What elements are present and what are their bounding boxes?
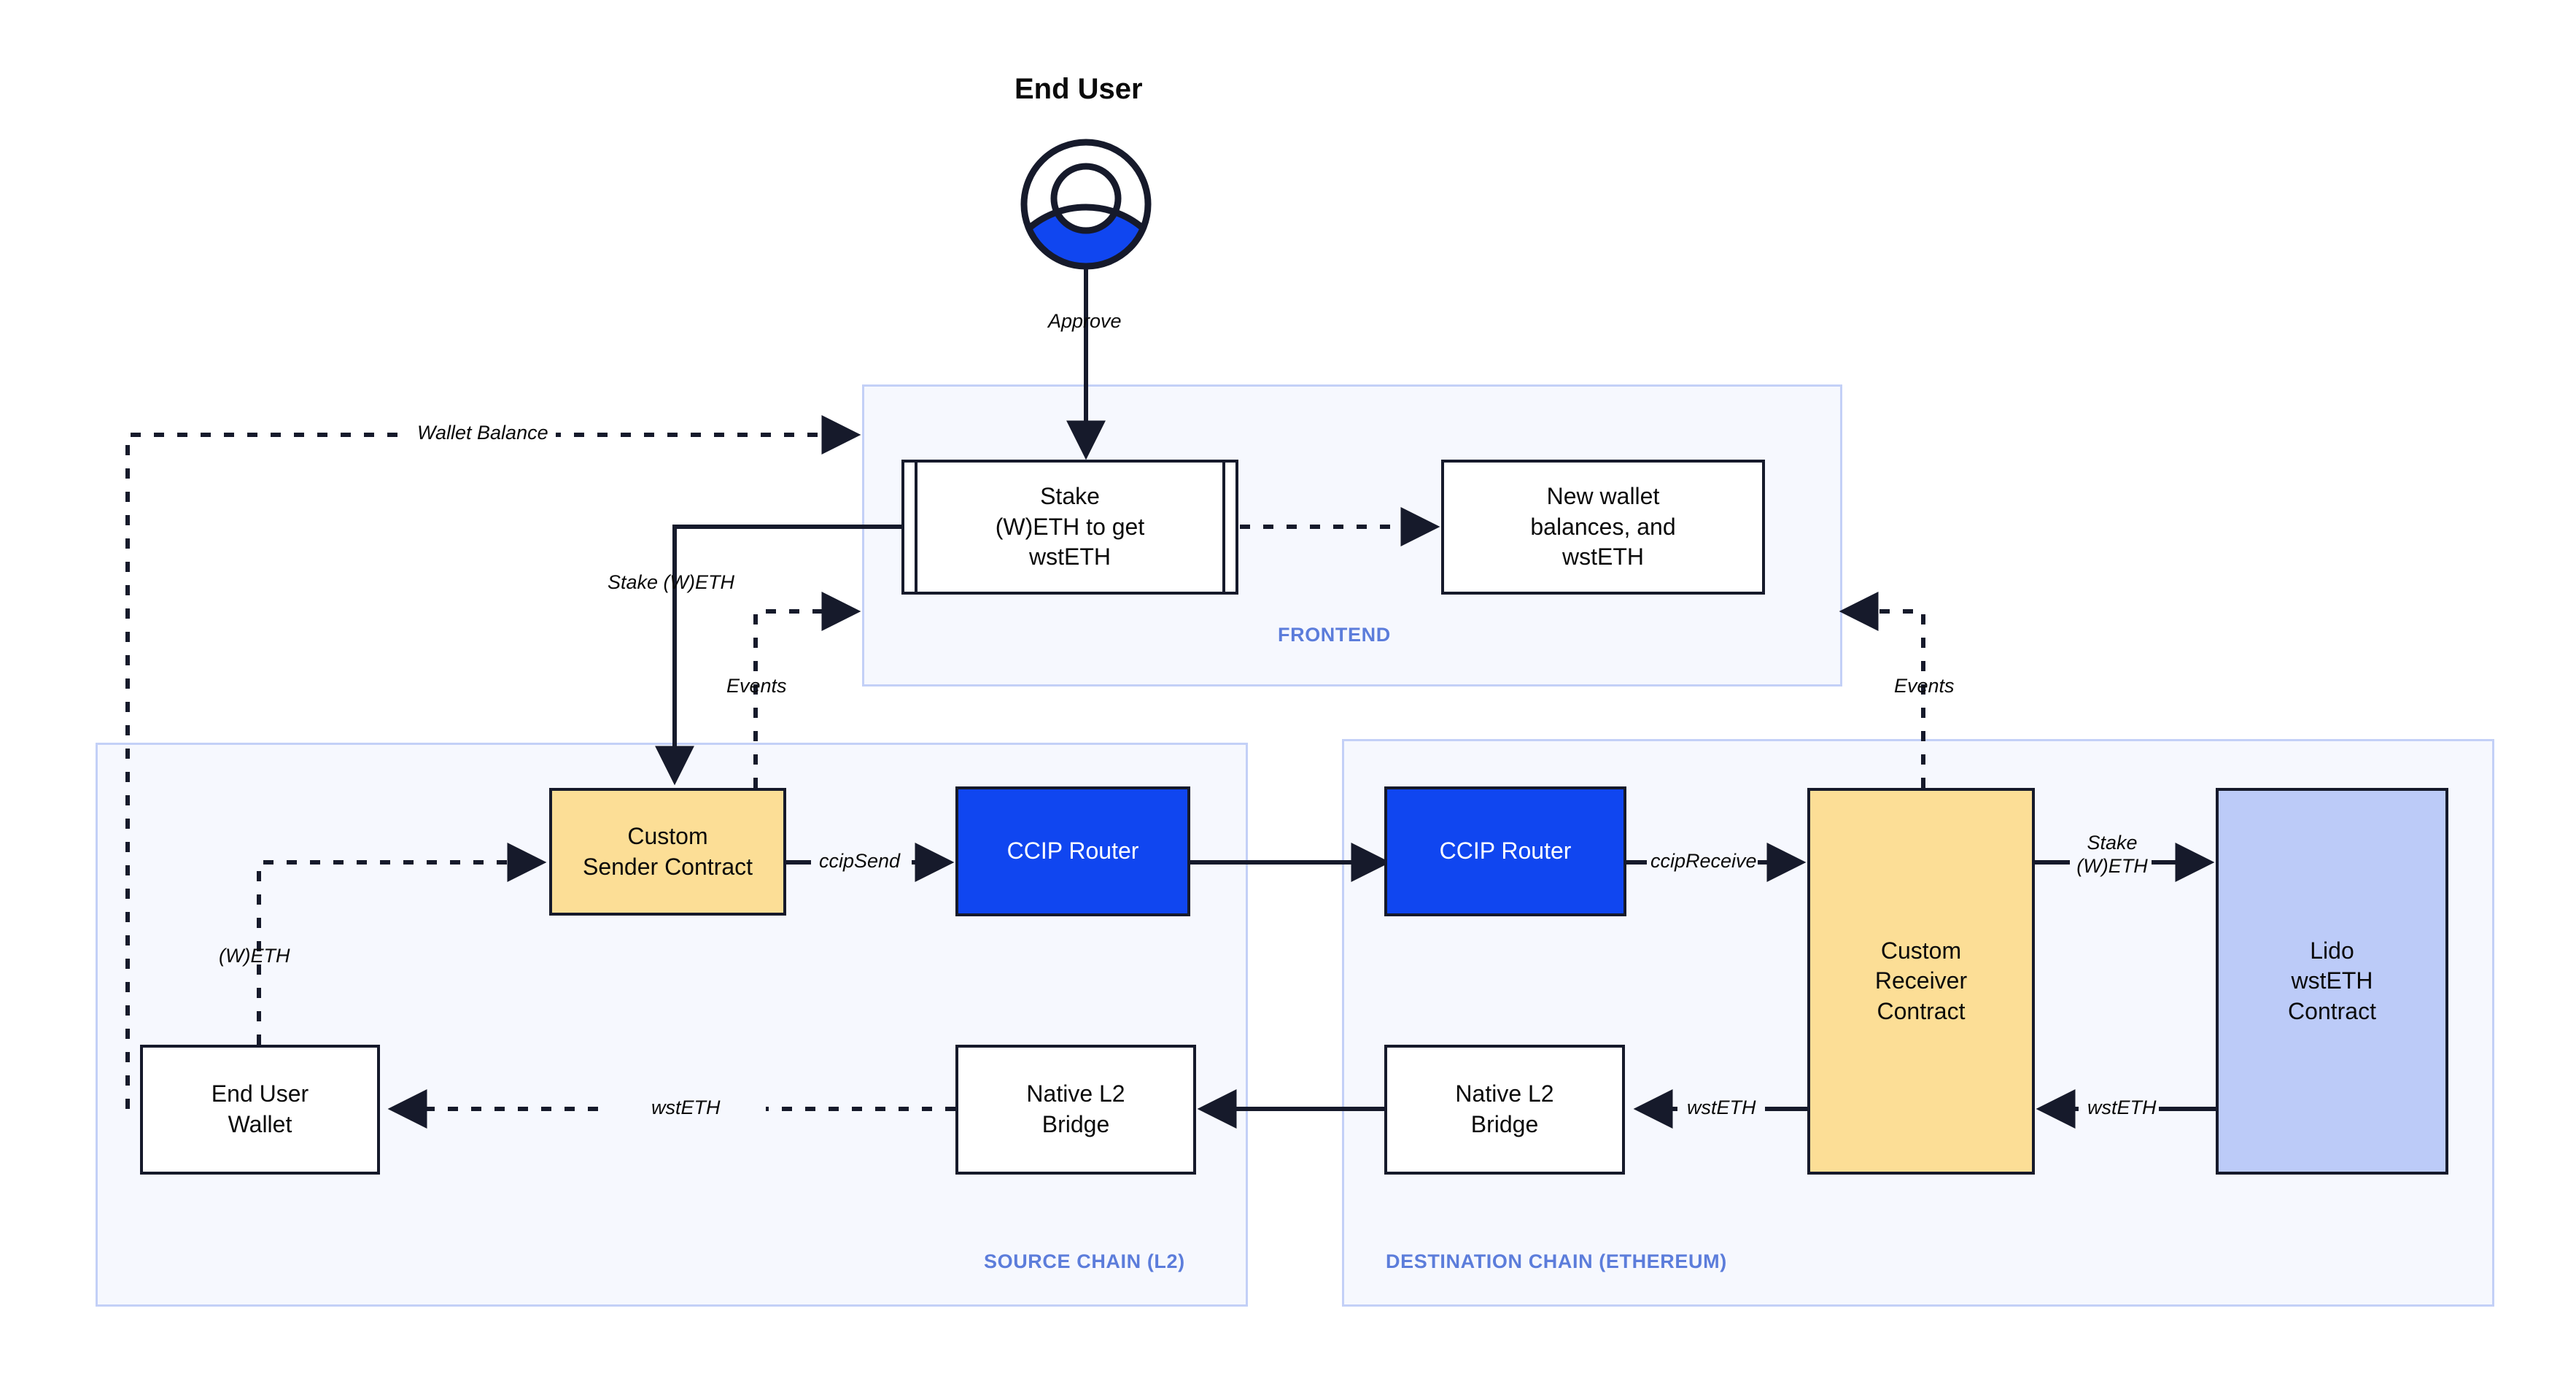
edge-label-wallet-balance: Wallet Balance bbox=[410, 422, 556, 445]
edge-label-wsteth-dst-left: wstETH bbox=[1687, 1097, 1756, 1118]
edge-wallet-balance bbox=[125, 415, 861, 1109]
edge-label-stake-weth-right: Stake (W)ETH bbox=[2076, 832, 2149, 878]
node-new-balances[interactable]: New wallet balances, and wstETH bbox=[1441, 460, 1765, 595]
node-custom-receiver-contract[interactable]: Custom Receiver Contract bbox=[1807, 788, 2035, 1175]
edge-label-wsteth-dst-right: wstETH bbox=[2087, 1097, 2157, 1118]
actor-label: End User bbox=[1015, 73, 1143, 105]
node-ccip-router-destination[interactable]: CCIP Router bbox=[1384, 786, 1626, 916]
node-end-user-wallet-label: End User Wallet bbox=[211, 1080, 309, 1137]
edge-label-events-right: Events bbox=[1894, 675, 1955, 697]
edge-label-weth: (W)ETH bbox=[219, 945, 290, 967]
node-native-l2-bridge-source-label: Native L2 Bridge bbox=[1026, 1080, 1125, 1137]
node-end-user-wallet[interactable]: End User Wallet bbox=[140, 1045, 380, 1175]
edge-events-right bbox=[1839, 592, 1925, 788]
node-ccip-router-destination-label: CCIP Router bbox=[1439, 838, 1572, 865]
edge-stake-weth bbox=[655, 525, 901, 786]
edge-events-left bbox=[753, 592, 861, 788]
node-native-l2-bridge-destination-label: Native L2 Bridge bbox=[1455, 1080, 1554, 1137]
zone-frontend-label: FRONTEND bbox=[1278, 624, 1391, 646]
node-lido-wsteth-contract-label: Lido wstETH Contract bbox=[2288, 937, 2376, 1024]
node-custom-sender-contract-label: Custom Sender Contract bbox=[582, 822, 753, 880]
node-native-l2-bridge-source[interactable]: Native L2 Bridge bbox=[955, 1045, 1196, 1175]
node-stake-form[interactable]: Stake (W)ETH to get wstETH bbox=[901, 460, 1238, 595]
node-stake-form-label: Stake (W)ETH to get wstETH bbox=[995, 483, 1145, 571]
node-custom-receiver-contract-label: Custom Receiver Contract bbox=[1874, 937, 1968, 1024]
edge-label-stake-weth-right-line2: (W)ETH bbox=[2076, 854, 2148, 877]
edge-label-approve: Approve bbox=[1048, 310, 1122, 332]
edge-label-events-left: Events bbox=[726, 675, 787, 697]
node-lido-wsteth-contract[interactable]: Lido wstETH Contract bbox=[2216, 788, 2448, 1175]
edge-label-wsteth-source: wstETH bbox=[651, 1097, 721, 1118]
node-new-balances-label: New wallet balances, and wstETH bbox=[1530, 483, 1676, 571]
user-avatar-icon bbox=[1020, 139, 1152, 270]
edge-label-ccipsend: ccipSend bbox=[819, 850, 901, 872]
zone-destination-chain-label: DESTINATION CHAIN (ETHEREUM) bbox=[1386, 1250, 1727, 1272]
node-ccip-router-source-label: CCIP Router bbox=[1006, 838, 1139, 865]
node-custom-sender-contract[interactable]: Custom Sender Contract bbox=[549, 788, 786, 916]
edge-weth bbox=[257, 843, 547, 1045]
zone-source-chain-label: SOURCE CHAIN (L2) bbox=[984, 1250, 1185, 1272]
node-ccip-router-source[interactable]: CCIP Router bbox=[955, 786, 1190, 916]
node-native-l2-bridge-destination[interactable]: Native L2 Bridge bbox=[1384, 1045, 1625, 1175]
edge-label-stake-weth-right-line1: Stake bbox=[2087, 832, 2138, 854]
edge-label-ccipreceive: ccipReceive bbox=[1650, 850, 1757, 872]
edge-label-stake-weth-left: Stake (W)ETH bbox=[608, 571, 735, 593]
